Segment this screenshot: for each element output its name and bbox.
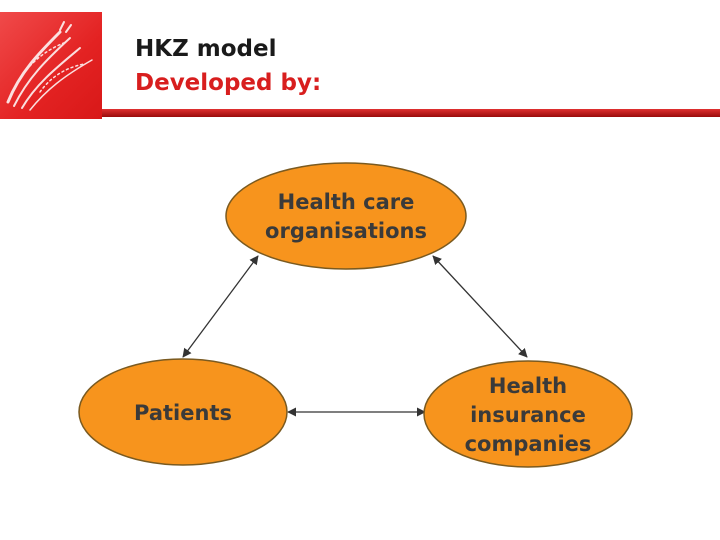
logo-icon bbox=[0, 12, 102, 119]
title-line-1: HKZ model bbox=[135, 36, 277, 62]
node-health-care-organisations bbox=[225, 162, 467, 270]
node-label-patients: Patients bbox=[134, 400, 232, 425]
connector-top-right bbox=[432, 255, 528, 358]
node-label-health-insurance-companies: Health insurance companies bbox=[464, 373, 592, 456]
page-title: HKZ model Developed by: bbox=[135, 32, 321, 100]
connector-top-left bbox=[182, 255, 259, 358]
node-label-health-care-organisations: Health care organisations bbox=[265, 190, 427, 243]
node-health-insurance-companies bbox=[423, 360, 633, 468]
title-line-2: Developed by: bbox=[135, 70, 322, 96]
header-divider bbox=[102, 109, 720, 117]
node-patients bbox=[78, 358, 288, 466]
